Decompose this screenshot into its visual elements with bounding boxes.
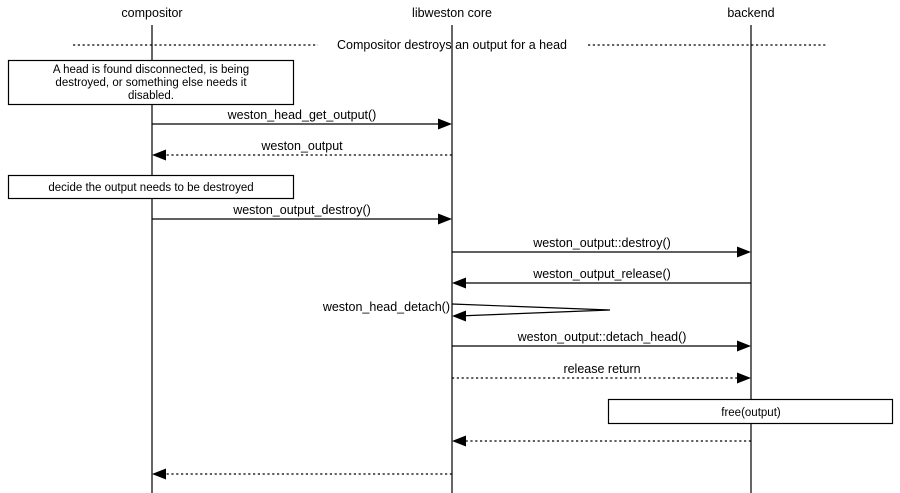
message-backend-return [452, 435, 751, 447]
lifeline-label-compositor: compositor [121, 6, 182, 20]
message-label-weston-output-return: weston_output [260, 139, 343, 153]
note-head-disconnected-line-3: disabled. [128, 90, 174, 102]
arrowhead-right-icon [438, 118, 452, 130]
message-label-weston-head-get-output: weston_head_get_output() [227, 108, 377, 122]
message-weston-output-return: weston_output [152, 139, 452, 161]
note-head-disconnected: A head is found disconnected, is being d… [7, 59, 295, 106]
note-free-output-line-1: free(output) [721, 407, 781, 419]
message-weston-output-destroy-vfunc: weston_output::destroy() [452, 236, 751, 258]
message-weston-output-detach-head: weston_output::detach_head() [452, 330, 751, 352]
divider-compositor-destroys-output: Compositor destroys an output for a head [73, 38, 828, 52]
arrowhead-left-icon [452, 435, 466, 447]
message-core-return-compositor [152, 468, 452, 480]
note-head-disconnected-line-1: A head is found disconnected, is being [53, 64, 249, 76]
note-head-disconnected-box [7, 59, 295, 106]
message-weston-output-release: weston_output_release() [452, 267, 751, 289]
message-weston-head-detach: weston_head_detach() [322, 300, 611, 322]
arrowhead-right-icon [438, 213, 452, 225]
message-weston-output-destroy: weston_output_destroy() [152, 203, 452, 225]
note-head-disconnected-line-2: destroyed, or something else needs it [55, 77, 247, 89]
message-label-weston-head-detach: weston_head_detach() [322, 300, 450, 314]
arrowhead-left-icon [152, 468, 166, 480]
note-decide-destroy: decide the output needs to be destroyed [7, 174, 295, 200]
lifeline-label-backend: backend [727, 6, 774, 20]
arrowhead-left-icon [152, 149, 166, 161]
message-line-weston-head-detach-loop [451, 303, 611, 317]
message-label-release-return: release return [563, 362, 640, 376]
message-label-weston-output-detach-head: weston_output::detach_head() [517, 330, 687, 344]
arrowhead-left-icon [452, 310, 466, 322]
note-free-output: free(output) [607, 398, 894, 425]
note-decide-destroy-box [7, 174, 295, 200]
lifeline-headers: compositor libweston core backend [121, 6, 774, 20]
message-label-weston-output-release: weston_output_release() [532, 267, 671, 281]
message-weston-head-get-output: weston_head_get_output() [152, 108, 452, 130]
note-free-output-box [607, 398, 894, 425]
note-decide-destroy-line-1: decide the output needs to be destroyed [48, 182, 253, 194]
message-label-weston-output-destroy: weston_output_destroy() [232, 203, 371, 217]
arrowhead-right-icon [737, 372, 751, 384]
arrowhead-right-icon [737, 340, 751, 352]
divider-label: Compositor destroys an output for a head [337, 38, 567, 52]
message-label-weston-output-destroy-vfunc: weston_output::destroy() [532, 236, 671, 250]
arrowhead-left-icon [452, 277, 466, 289]
message-release-return: release return [452, 362, 751, 384]
arrowhead-right-icon [737, 246, 751, 258]
lifeline-label-libweston-core: libweston core [412, 6, 492, 20]
